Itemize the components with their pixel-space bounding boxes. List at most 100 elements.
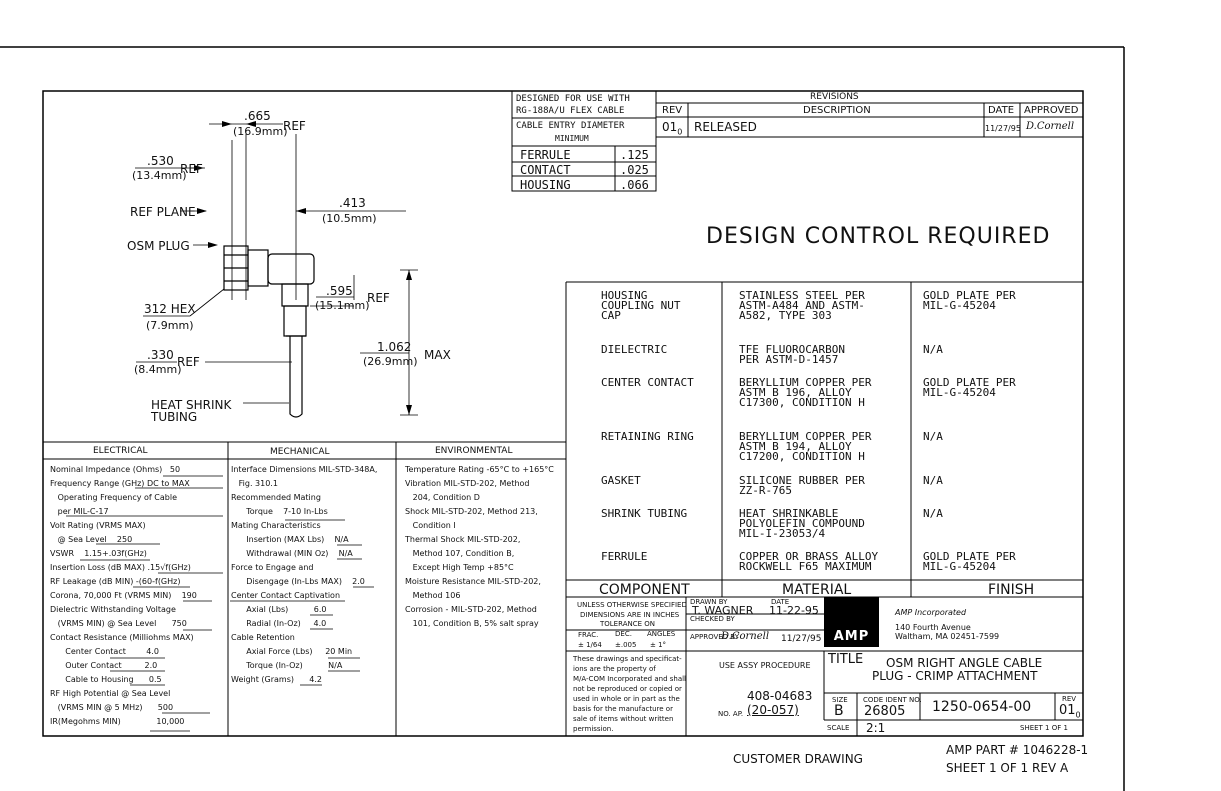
- rev-label: REV: [1062, 695, 1077, 703]
- component-cell: RETAINING RING: [601, 430, 694, 443]
- spec-line: Recommended Mating: [231, 493, 321, 502]
- spec-line: 101, Condition B, 5% salt spray: [405, 619, 539, 628]
- material-cell: ASTM-A484 AND ASTM-: [739, 299, 865, 312]
- tol-angles-label: ANGLES: [647, 630, 676, 638]
- spec-line: Corrosion - MIL-STD-202, Method: [405, 605, 537, 614]
- dim-595-mm: (15.1mm): [315, 299, 370, 312]
- finish-cell: N/A: [923, 507, 943, 520]
- rev-description: RELEASED: [694, 120, 757, 134]
- code-ident-label: CODE IDENT NO.: [863, 696, 922, 704]
- spec-line: Fig. 310.1: [231, 479, 278, 488]
- material-cell: C17200, CONDITION H: [739, 450, 865, 463]
- dim-312-hex: 312 HEX: [144, 302, 196, 316]
- notice-line: not be reproduced or copied or: [573, 685, 682, 693]
- spec-line: Condition I: [405, 521, 456, 530]
- spec-line: Outer Contact 2.0: [50, 661, 158, 670]
- spec-line: Interface Dimensions MIL-STD-348A,: [231, 465, 378, 474]
- finish-cell: GOLD PLATE PER: [923, 376, 1016, 389]
- contact-label: CONTACT: [520, 163, 571, 177]
- component-cell: CAP: [601, 309, 621, 322]
- ferrule-value: .125: [620, 148, 649, 162]
- spec-line: Vibration MIL-STD-202, Method: [405, 479, 530, 488]
- component-cell: FERRULE: [601, 550, 648, 563]
- spec-line: Shock MIL-STD-202, Method 213,: [405, 507, 538, 516]
- spec-line: Contact Resistance (Milliohms MAX): [50, 633, 194, 642]
- finish-cell: MIL-G-45204: [923, 560, 996, 573]
- spec-line: 204, Condition D: [405, 493, 480, 502]
- material-cell: BERYLLIUM COPPER PER: [739, 430, 872, 443]
- design-for-line2: RG-188A/U FLEX CABLE: [516, 106, 625, 116]
- spec-line: Cable Retention: [231, 633, 295, 642]
- dim-530-ref: REF: [180, 162, 203, 176]
- unless-line2: DIMENSIONS ARE IN INCHES: [580, 611, 680, 619]
- spec-line: Corona, 70,000 Ft (VRMS MIN) 190: [50, 591, 197, 600]
- spec-line: Thermal Shock MIL-STD-202,: [405, 535, 521, 544]
- notice-line: ions are the property of: [573, 665, 656, 673]
- drawing-number: 1250-0654-00: [932, 699, 1032, 715]
- procedure-number: 408-04683: [747, 689, 813, 703]
- company-name: AMP Incorporated: [895, 608, 967, 617]
- mechanical-header: MECHANICAL: [270, 447, 330, 457]
- component-cell: SHRINK TUBING: [601, 507, 688, 520]
- dim-595: .595: [326, 284, 353, 298]
- design-for-line1: DESIGNED FOR USE WITH: [516, 94, 630, 104]
- dim-665: .665: [244, 109, 271, 123]
- dim-665-ref: REF: [283, 119, 306, 133]
- amp-part-number: AMP PART # 1046228-1: [946, 743, 1089, 757]
- environmental-header: ENVIRONMENTAL: [435, 446, 513, 456]
- spec-line: Force to Engage and: [231, 563, 314, 572]
- checked-by-label: CHECKED BY: [690, 615, 735, 623]
- spec-line: Mating Characteristics: [231, 521, 321, 530]
- dim-330: .330: [147, 348, 174, 362]
- no-ap-value: (20-057): [747, 703, 799, 717]
- material-cell: ZZ-R-765: [739, 484, 792, 497]
- rev-header: REV: [662, 105, 683, 116]
- notice-line: M/A-COM Incorporated and shall: [573, 675, 687, 683]
- dim-530-mm: (13.4mm): [132, 169, 187, 182]
- footer-sheet: SHEET 1 OF 1 REV A: [946, 761, 1069, 775]
- rev-value: 010: [662, 120, 683, 137]
- size-value: B: [834, 703, 844, 719]
- dim-665-mm: (16.9mm): [233, 125, 288, 138]
- spec-line: Operating Frequency of Cable: [50, 493, 178, 502]
- ferrule-label: FERRULE: [520, 148, 571, 162]
- sheet-label: SHEET 1 OF 1: [1020, 724, 1068, 732]
- design-control-banner: DESIGN CONTROL REQUIRED: [706, 224, 1051, 249]
- spec-line: Moisture Resistance MIL-STD-202,: [405, 577, 541, 586]
- assy-procedure-label: USE ASSY PROCEDURE: [719, 661, 811, 670]
- dim-595-ref: REF: [367, 291, 390, 305]
- spec-line: Method 106: [405, 591, 461, 600]
- notice-line: permission.: [573, 725, 614, 733]
- osm-plug-label: OSM PLUG: [127, 239, 190, 253]
- finish-cell: N/A: [923, 343, 943, 356]
- spec-line: VSWR 1.15+.03f(GHz): [50, 549, 147, 558]
- drawn-date: 11-22-95: [769, 604, 819, 617]
- unless-line1: UNLESS OTHERWISE SPECIFIED: [577, 601, 687, 609]
- spec-line: Radial (In-Oz) 4.0: [231, 619, 327, 628]
- amp-logo: AMP: [824, 597, 879, 647]
- spec-line: (VRMS MIN) @ Sea Level 750: [50, 619, 187, 628]
- dim-330-ref: REF: [177, 355, 200, 369]
- electrical-header: ELECTRICAL: [93, 446, 148, 456]
- contact-value: .025: [620, 163, 649, 177]
- no-ap-label: NO. AP.: [718, 710, 744, 718]
- material-cell: ASTM B 194, ALLOY: [739, 440, 852, 453]
- material-cell: SILICONE RUBBER PER: [739, 474, 865, 487]
- dim-413-mm: (10.5mm): [322, 212, 377, 225]
- notice-line: used in whole or in part as the: [573, 695, 680, 703]
- date-header: DATE: [988, 105, 1015, 116]
- title-label: TITLE: [828, 652, 864, 667]
- housing-value: .066: [620, 178, 649, 192]
- drawn-by-label: DRAWN BY: [690, 598, 728, 606]
- dim-1062-mm: (26.9mm): [363, 355, 418, 368]
- heat-shrink-label: HEAT SHRINK: [151, 398, 232, 412]
- drawing-rev: 010: [1059, 703, 1081, 720]
- spec-line: RF Leakage (dB MIN) -(60-f(GHz): [50, 577, 181, 586]
- rev-approved-signature: D.Cornell: [1026, 121, 1075, 132]
- spec-line: Torque (In-Oz) N/A: [231, 661, 343, 670]
- approved-by-label: APPROVED BY: [690, 633, 740, 641]
- material-cell: ASTM B 196, ALLOY: [739, 386, 852, 399]
- tubing-label: TUBING: [151, 410, 198, 424]
- material-header: MATERIAL: [782, 582, 852, 598]
